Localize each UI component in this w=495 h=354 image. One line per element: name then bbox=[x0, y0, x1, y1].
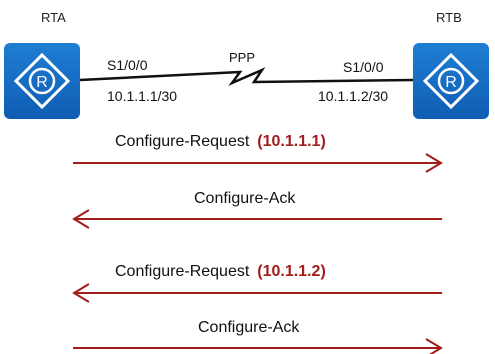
message-4-text: Configure-Ack bbox=[198, 319, 300, 336]
message-1-label: Configure-Request (10.1.1.1) bbox=[115, 133, 326, 151]
router-b-name: RTB bbox=[436, 10, 462, 25]
router-b-icon: R bbox=[413, 43, 489, 119]
router-a-icon: R bbox=[4, 43, 80, 119]
message-4-arrow bbox=[73, 338, 443, 354]
message-3-arrow bbox=[72, 283, 442, 303]
router-a-ip: 10.1.1.1/30 bbox=[107, 88, 178, 104]
message-4-label: Configure-Ack bbox=[198, 319, 299, 337]
router-b-ip: 10.1.1.2/30 bbox=[318, 88, 389, 104]
message-2-text: Configure-Ack bbox=[194, 190, 296, 207]
message-3-label: Configure-Request (10.1.1.2) bbox=[115, 263, 326, 281]
router-a-interface: S1/0/0 bbox=[107, 57, 148, 73]
ppp-link-label: PPP bbox=[229, 50, 256, 65]
message-3-text: Configure-Request bbox=[115, 263, 250, 280]
message-1-address: (10.1.1.1) bbox=[257, 133, 326, 150]
svg-text:R: R bbox=[445, 74, 457, 91]
message-2-label: Configure-Ack bbox=[194, 190, 295, 208]
message-1-arrow bbox=[73, 153, 443, 173]
message-3-address: (10.1.1.2) bbox=[257, 263, 326, 280]
message-2-arrow bbox=[72, 209, 442, 229]
message-1-text: Configure-Request bbox=[115, 133, 250, 150]
router-a-name: RTA bbox=[41, 10, 66, 25]
router-b-interface: S1/0/0 bbox=[343, 59, 384, 75]
svg-text:R: R bbox=[36, 74, 48, 91]
